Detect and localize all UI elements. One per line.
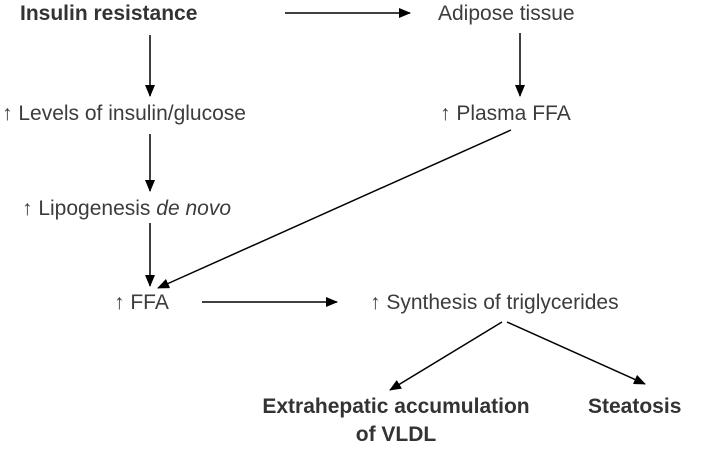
node-plasma-ffa: ↑ Plasma FFA [440,102,571,125]
extrahepatic-line-2: of VLDL [355,423,437,446]
lipogenesis-italic-text: de novo [156,197,231,220]
node-ffa: ↑ FFA [114,291,169,314]
node-synthesis-triglycerides: ↑ Synthesis of triglycerides [370,291,619,314]
node-adipose-tissue: Adipose tissue [438,2,575,25]
node-extrahepatic-accumulation: Extrahepatic accumulation of VLDL [232,394,560,448]
arrow-synthesis-to-steatosis [506,321,646,385]
node-steatosis: Steatosis [588,395,682,418]
arrow-plasma-to-ffa [157,129,512,289]
lipogenesis-text: ↑ Lipogenesis [22,197,157,220]
node-lipogenesis: ↑ Lipogenesis de novo [22,196,231,222]
node-insulin-resistance: Insulin resistance [20,2,198,25]
arrow-synthesis-to-extrahepatic [389,321,503,391]
node-levels-insulin-glucose: ↑ Levels of insulin/glucose [2,102,246,125]
extrahepatic-line-1: Extrahepatic accumulation [262,395,530,418]
